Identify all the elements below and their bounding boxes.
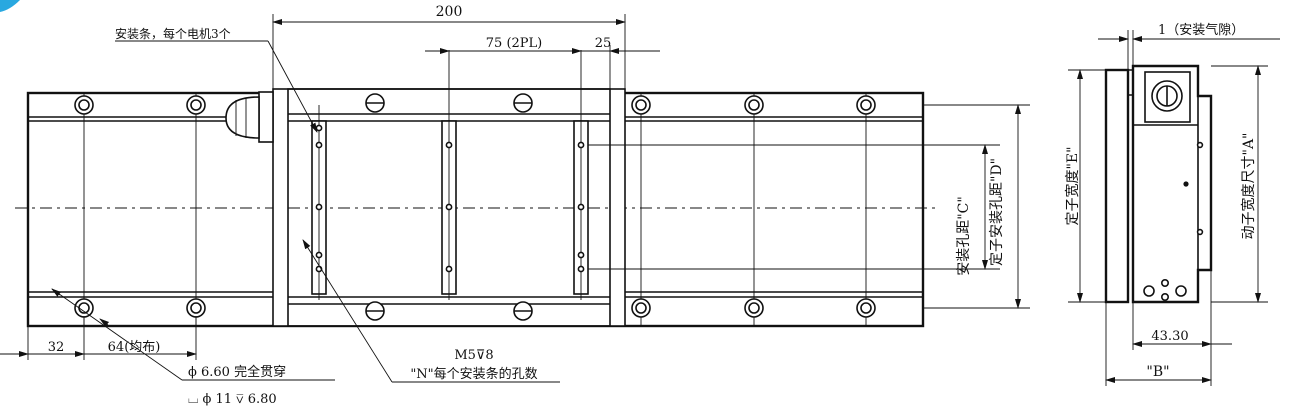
dim-b-label: "B" — [1146, 364, 1169, 380]
air-gap-label: 1（安装气隙） — [1158, 22, 1244, 38]
stator-plate-side — [1104, 68, 1130, 304]
dim-25: 25 — [595, 36, 612, 51]
hole-counterbore-note: ⌴ ϕ 11 ⊽ 6.80 — [188, 392, 277, 407]
dim-e-label: 定子宽度"E" — [1064, 146, 1081, 225]
hole-through-note: ϕ 6.60 完全贯穿 — [188, 364, 286, 380]
dim-32: 32 — [48, 340, 65, 355]
m5-thread-note: M5⊽8 — [454, 348, 493, 363]
cable-gland — [225, 91, 274, 143]
dim-200: 200 — [436, 4, 463, 20]
n-holes-note: "N"每个安装条的孔数 — [410, 366, 537, 382]
front-view: 200 75 (2PL) 25 安装条，每个电机3个 32 64(均布) ϕ 6… — [0, 4, 1030, 407]
stator-holes-top — [74, 95, 876, 115]
dim-43-30: 43.30 — [1151, 329, 1188, 344]
dim-d-label: 定子安装孔距"D" — [989, 158, 1005, 266]
dim-c-label: 安装孔距"C" — [956, 196, 972, 276]
corner-accent — [0, 0, 20, 12]
mount-strip-note: 安装条，每个电机3个 — [115, 26, 231, 41]
dim-64-even: 64(均布) — [108, 340, 161, 355]
dim-75-2pl: 75 (2PL) — [486, 36, 542, 51]
stator-holes-bottom — [74, 298, 876, 318]
dim-a-label: 动子宽度尺寸"A" — [1240, 133, 1257, 240]
mover-screws — [365, 93, 533, 321]
side-view: 1（安装气隙） 定子宽度"E" 动子宽度尺寸"A" 43.30 "B" — [1064, 22, 1280, 386]
